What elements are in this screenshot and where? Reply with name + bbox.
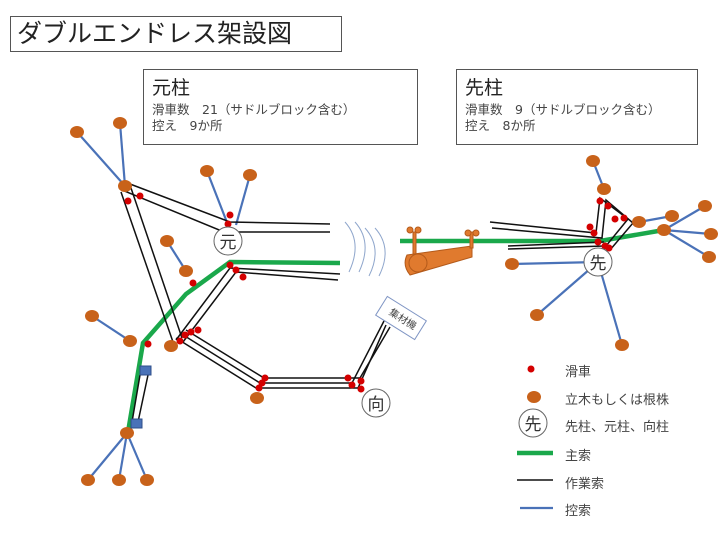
saki-pole-info: 先柱 滑車数 9（サドルブロック含む） 控え 8か所 — [456, 69, 698, 145]
blue-blocks — [130, 365, 152, 429]
moto-pole-info: 元柱 滑車数 21（サドルブロック含む） 控え 9か所 — [143, 69, 418, 145]
pulleys — [124, 192, 628, 393]
legend-swatches — [517, 365, 553, 510]
yarder-box — [374, 295, 428, 341]
legend-pulley: 滑車 — [565, 365, 592, 380]
diagram-title: ダブルエンドレス架設図 — [10, 16, 342, 52]
legend-main-line: 主索 — [565, 449, 592, 464]
muko-marker: 向 — [368, 395, 385, 415]
trees — [70, 117, 718, 486]
saki-marker: 先 — [590, 254, 607, 274]
moto-pulleys: 滑車数 21（サドルブロック含む） — [152, 102, 356, 117]
saki-pole-circle — [583, 247, 613, 277]
legend-tree: 立木もしくは根株 — [565, 393, 670, 408]
legend-pole-symbol: 先 — [525, 415, 542, 435]
work-lines — [120, 183, 635, 423]
moto-pole-circle — [213, 226, 243, 256]
saki-heading: 先柱 — [465, 77, 504, 99]
muko-pole-circle — [361, 388, 391, 418]
tower-yarder-icon — [404, 226, 480, 276]
moto-guys: 控え 9か所 — [152, 118, 223, 133]
moto-heading: 元柱 — [152, 77, 191, 99]
saki-pulleys: 滑車数 9（サドルブロック含む） — [465, 102, 661, 117]
legend-pole-circle — [518, 408, 548, 438]
saki-guys: 控え 8か所 — [465, 118, 536, 133]
break-mark — [344, 221, 386, 277]
legend-guy-line: 控索 — [565, 504, 592, 519]
moto-marker: 元 — [220, 233, 237, 253]
legend-work-line: 作業索 — [565, 477, 605, 492]
legend-pole: 先柱、元柱、向柱 — [565, 420, 670, 435]
